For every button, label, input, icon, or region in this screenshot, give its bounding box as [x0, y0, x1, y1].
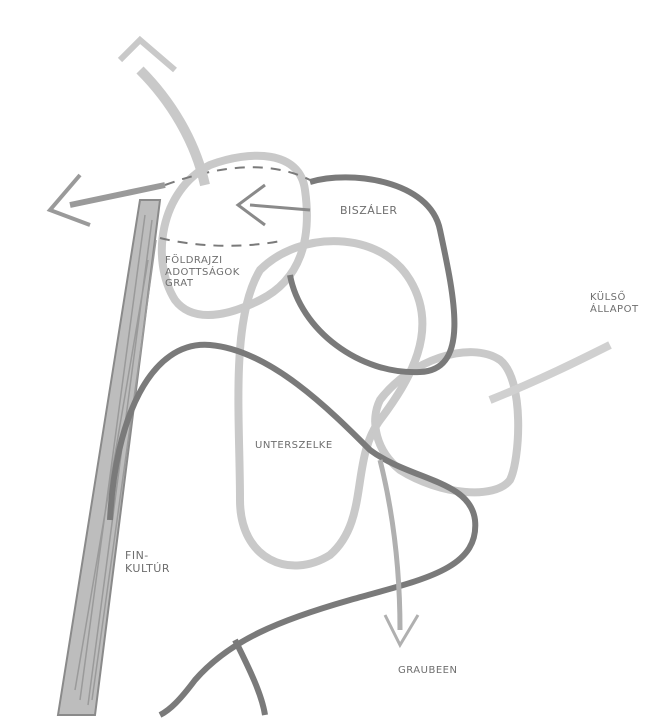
label-middle: UNTERSZELKE	[255, 440, 333, 452]
label-top-right: BISZÁLER	[340, 205, 398, 218]
hatched-pillar	[58, 200, 160, 715]
inner-arrow-left-icon	[238, 185, 310, 225]
dark-wave	[110, 345, 475, 715]
tall-loop	[238, 241, 422, 565]
arrow-up-icon	[120, 40, 205, 185]
arrow-down-icon	[380, 460, 418, 645]
dark-wave-tail	[235, 640, 265, 715]
label-left-lower: FIN- KULTÚR	[125, 550, 170, 575]
label-bottom: GRAUBEEN	[398, 665, 457, 677]
label-right-side: KÜLSŐ ÁLLAPOT	[590, 292, 639, 315]
circle-dashed-bottom	[160, 238, 285, 246]
label-center-circle: FÖLDRAJZI ADOTTSÁGOK GRAT	[165, 255, 240, 290]
